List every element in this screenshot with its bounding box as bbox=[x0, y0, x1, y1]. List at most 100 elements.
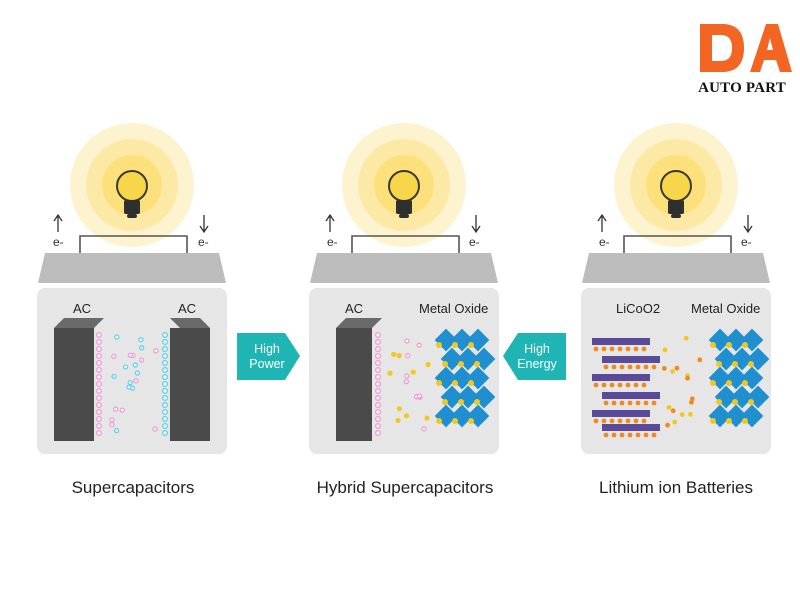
yellow-ion bbox=[716, 361, 722, 367]
orange-ion bbox=[617, 418, 623, 424]
pink-ion bbox=[95, 430, 102, 437]
yellow-ion bbox=[458, 361, 464, 367]
yellow-ion bbox=[452, 380, 458, 386]
orange-ion bbox=[603, 432, 609, 438]
pink-ion bbox=[375, 423, 382, 430]
blue-ion bbox=[161, 374, 168, 381]
yellow-ion bbox=[442, 361, 448, 367]
yellow-ion bbox=[410, 369, 416, 375]
yellow-ion bbox=[710, 380, 716, 386]
yellow-ion bbox=[726, 418, 732, 424]
orange-ion bbox=[593, 382, 599, 388]
logo-text: AUTO PART bbox=[698, 80, 786, 96]
cell-lid bbox=[38, 253, 226, 283]
pink-ion bbox=[152, 426, 158, 432]
pink-ion bbox=[95, 409, 102, 416]
yellow-ion bbox=[396, 353, 402, 359]
high-power-line2: Power bbox=[249, 357, 285, 371]
electrode-left bbox=[54, 328, 94, 441]
yellow-ion bbox=[732, 399, 738, 405]
caption-supercapacitors: Supercapacitors bbox=[71, 478, 195, 497]
hybrid-internals bbox=[336, 318, 496, 441]
lightbulb-tip-icon bbox=[399, 214, 409, 218]
electron-label-right-3: e- bbox=[741, 235, 752, 249]
pink-ion bbox=[95, 346, 102, 353]
lightbulb-tip-icon bbox=[127, 214, 137, 218]
orange-ion bbox=[643, 400, 649, 406]
blue-ion bbox=[161, 430, 168, 437]
orange-ion bbox=[609, 418, 615, 424]
yellow-ion bbox=[424, 415, 430, 421]
orange-ion bbox=[635, 400, 641, 406]
electrode-label-licoo2: LiCoO2 bbox=[616, 301, 661, 316]
electrode-right bbox=[170, 328, 210, 441]
orange-ion bbox=[670, 408, 676, 414]
pink-ion bbox=[375, 409, 382, 416]
blue-ion bbox=[111, 373, 117, 380]
lithium-ion-internals bbox=[592, 328, 770, 438]
pink-ion bbox=[404, 338, 410, 344]
high-energy-label: High Energy bbox=[512, 342, 562, 372]
pink-ion bbox=[109, 421, 115, 428]
yellow-ion bbox=[425, 361, 431, 368]
pink-ion bbox=[375, 402, 382, 409]
lightbulb-tip-icon bbox=[671, 214, 681, 218]
orange-ion bbox=[661, 365, 667, 371]
yellow-ion bbox=[436, 342, 442, 348]
yellow-ion bbox=[716, 399, 722, 405]
orange-ion bbox=[619, 364, 625, 370]
caption-hybrid-supercapacitors: Hybrid Supercapacitors bbox=[316, 478, 494, 497]
licoo2-layer bbox=[602, 424, 660, 431]
orange-ion bbox=[601, 346, 607, 352]
orange-ion bbox=[641, 418, 647, 424]
yellow-ion bbox=[396, 406, 402, 412]
pink-ion bbox=[138, 357, 145, 363]
yellow-ion bbox=[679, 412, 685, 417]
orange-ion bbox=[601, 382, 607, 388]
yellow-ion bbox=[748, 361, 754, 367]
pink-ion bbox=[404, 373, 410, 379]
pink-ion bbox=[421, 426, 427, 432]
pink-ion bbox=[375, 346, 382, 353]
pink-ion bbox=[95, 388, 102, 395]
pink-ion bbox=[375, 416, 382, 423]
pink-ion bbox=[416, 393, 423, 399]
yellow-ion bbox=[683, 335, 689, 341]
orange-ion bbox=[674, 365, 680, 371]
arrow-up-icon bbox=[53, 213, 63, 232]
arrow-down-icon bbox=[743, 215, 753, 234]
electrode-label-ac-hybrid: AC bbox=[345, 301, 364, 316]
pink-ion bbox=[375, 332, 382, 339]
yellow-ion bbox=[468, 418, 474, 424]
pink-ion bbox=[375, 353, 382, 360]
blue-ion bbox=[161, 367, 168, 374]
orange-ion bbox=[651, 400, 657, 406]
lightbulb-icon bbox=[660, 170, 692, 202]
pink-ion bbox=[95, 374, 102, 381]
orange-ion bbox=[619, 432, 625, 438]
pink-ion bbox=[133, 378, 139, 384]
electron-label-left-2: e- bbox=[327, 235, 338, 249]
orange-ion bbox=[651, 432, 657, 438]
cell-lid bbox=[310, 253, 498, 283]
blue-ion bbox=[138, 337, 144, 343]
lightbulb-base-icon bbox=[396, 200, 412, 214]
electron-label-left-3: e- bbox=[599, 235, 610, 249]
blue-ion bbox=[161, 332, 168, 339]
orange-ion bbox=[643, 364, 649, 370]
arrow-down-icon bbox=[199, 215, 209, 234]
blue-ion bbox=[161, 360, 168, 367]
pink-ion bbox=[375, 395, 382, 402]
yellow-ion bbox=[468, 380, 474, 386]
blue-ion bbox=[138, 345, 145, 351]
yellow-ion bbox=[474, 361, 480, 367]
orange-ion bbox=[593, 346, 599, 352]
yellow-ion bbox=[391, 351, 397, 357]
high-power-label: High Power bbox=[242, 342, 292, 372]
orange-ion bbox=[627, 364, 633, 370]
pink-ion bbox=[375, 367, 382, 374]
orange-ion bbox=[689, 396, 695, 402]
pink-ion bbox=[416, 342, 422, 348]
pink-ion bbox=[95, 332, 102, 339]
